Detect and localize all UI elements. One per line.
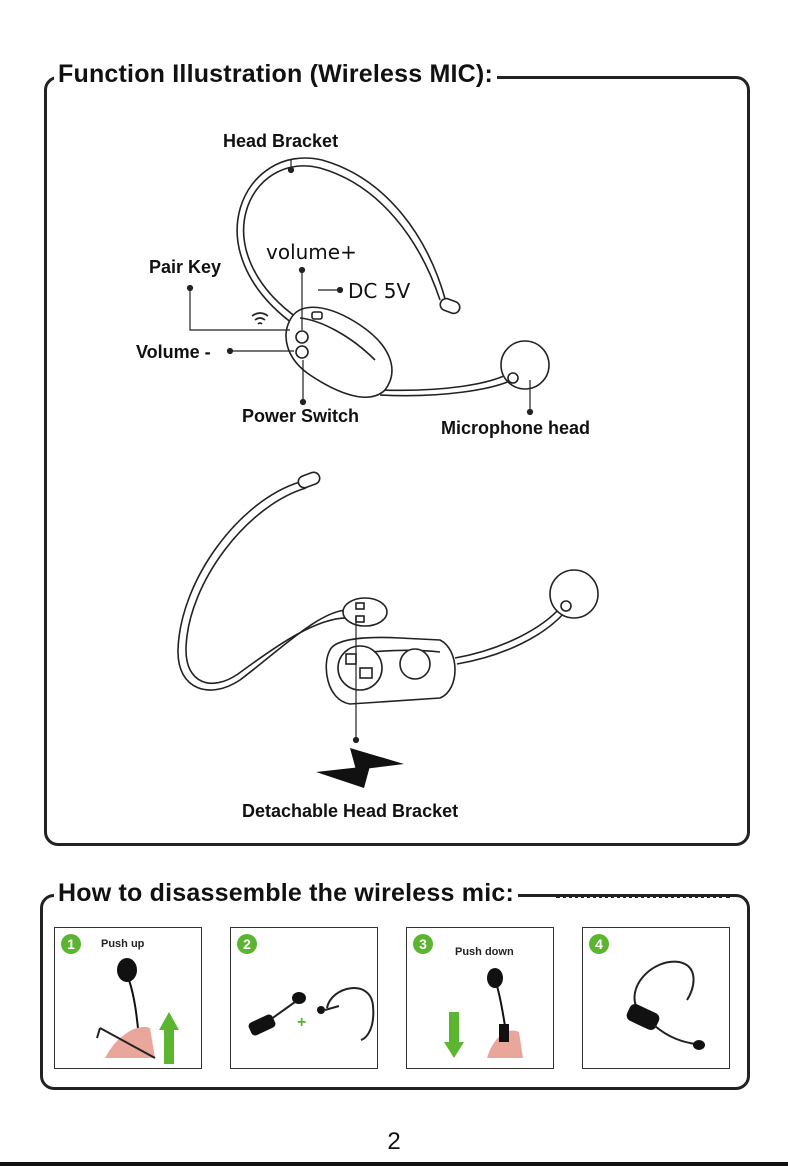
label-microphone-head: Microphone head [441, 418, 590, 439]
label-pair-key: Pair Key [149, 257, 221, 278]
heading2-dotted-rule [556, 895, 730, 898]
push-up-illustration [55, 928, 201, 1068]
separated-parts-illustration: + [231, 928, 377, 1068]
label-power-switch: Power Switch [242, 406, 359, 427]
step-3: 3 Push down [406, 927, 554, 1069]
svg-text:+: + [297, 1014, 306, 1031]
step-1: 1 Push up [54, 927, 202, 1069]
label-volume-minus: Volume - [136, 342, 211, 363]
bottom-rule [0, 1162, 788, 1166]
label-volume-plus: volume+ [266, 240, 357, 264]
step-2: 2 + [230, 927, 378, 1069]
label-head-bracket: Head Bracket [223, 131, 338, 152]
push-down-illustration [407, 928, 553, 1068]
assembled-mic-illustration [583, 928, 729, 1068]
step-4: 4 [582, 927, 730, 1069]
mic-illustration [0, 0, 788, 860]
label-detachable-bracket: Detachable Head Bracket [242, 801, 458, 822]
label-dc: DC 5V [348, 279, 410, 303]
disassemble-heading: How to disassemble the wireless mic: [54, 879, 518, 908]
page-number: 2 [0, 1128, 788, 1156]
